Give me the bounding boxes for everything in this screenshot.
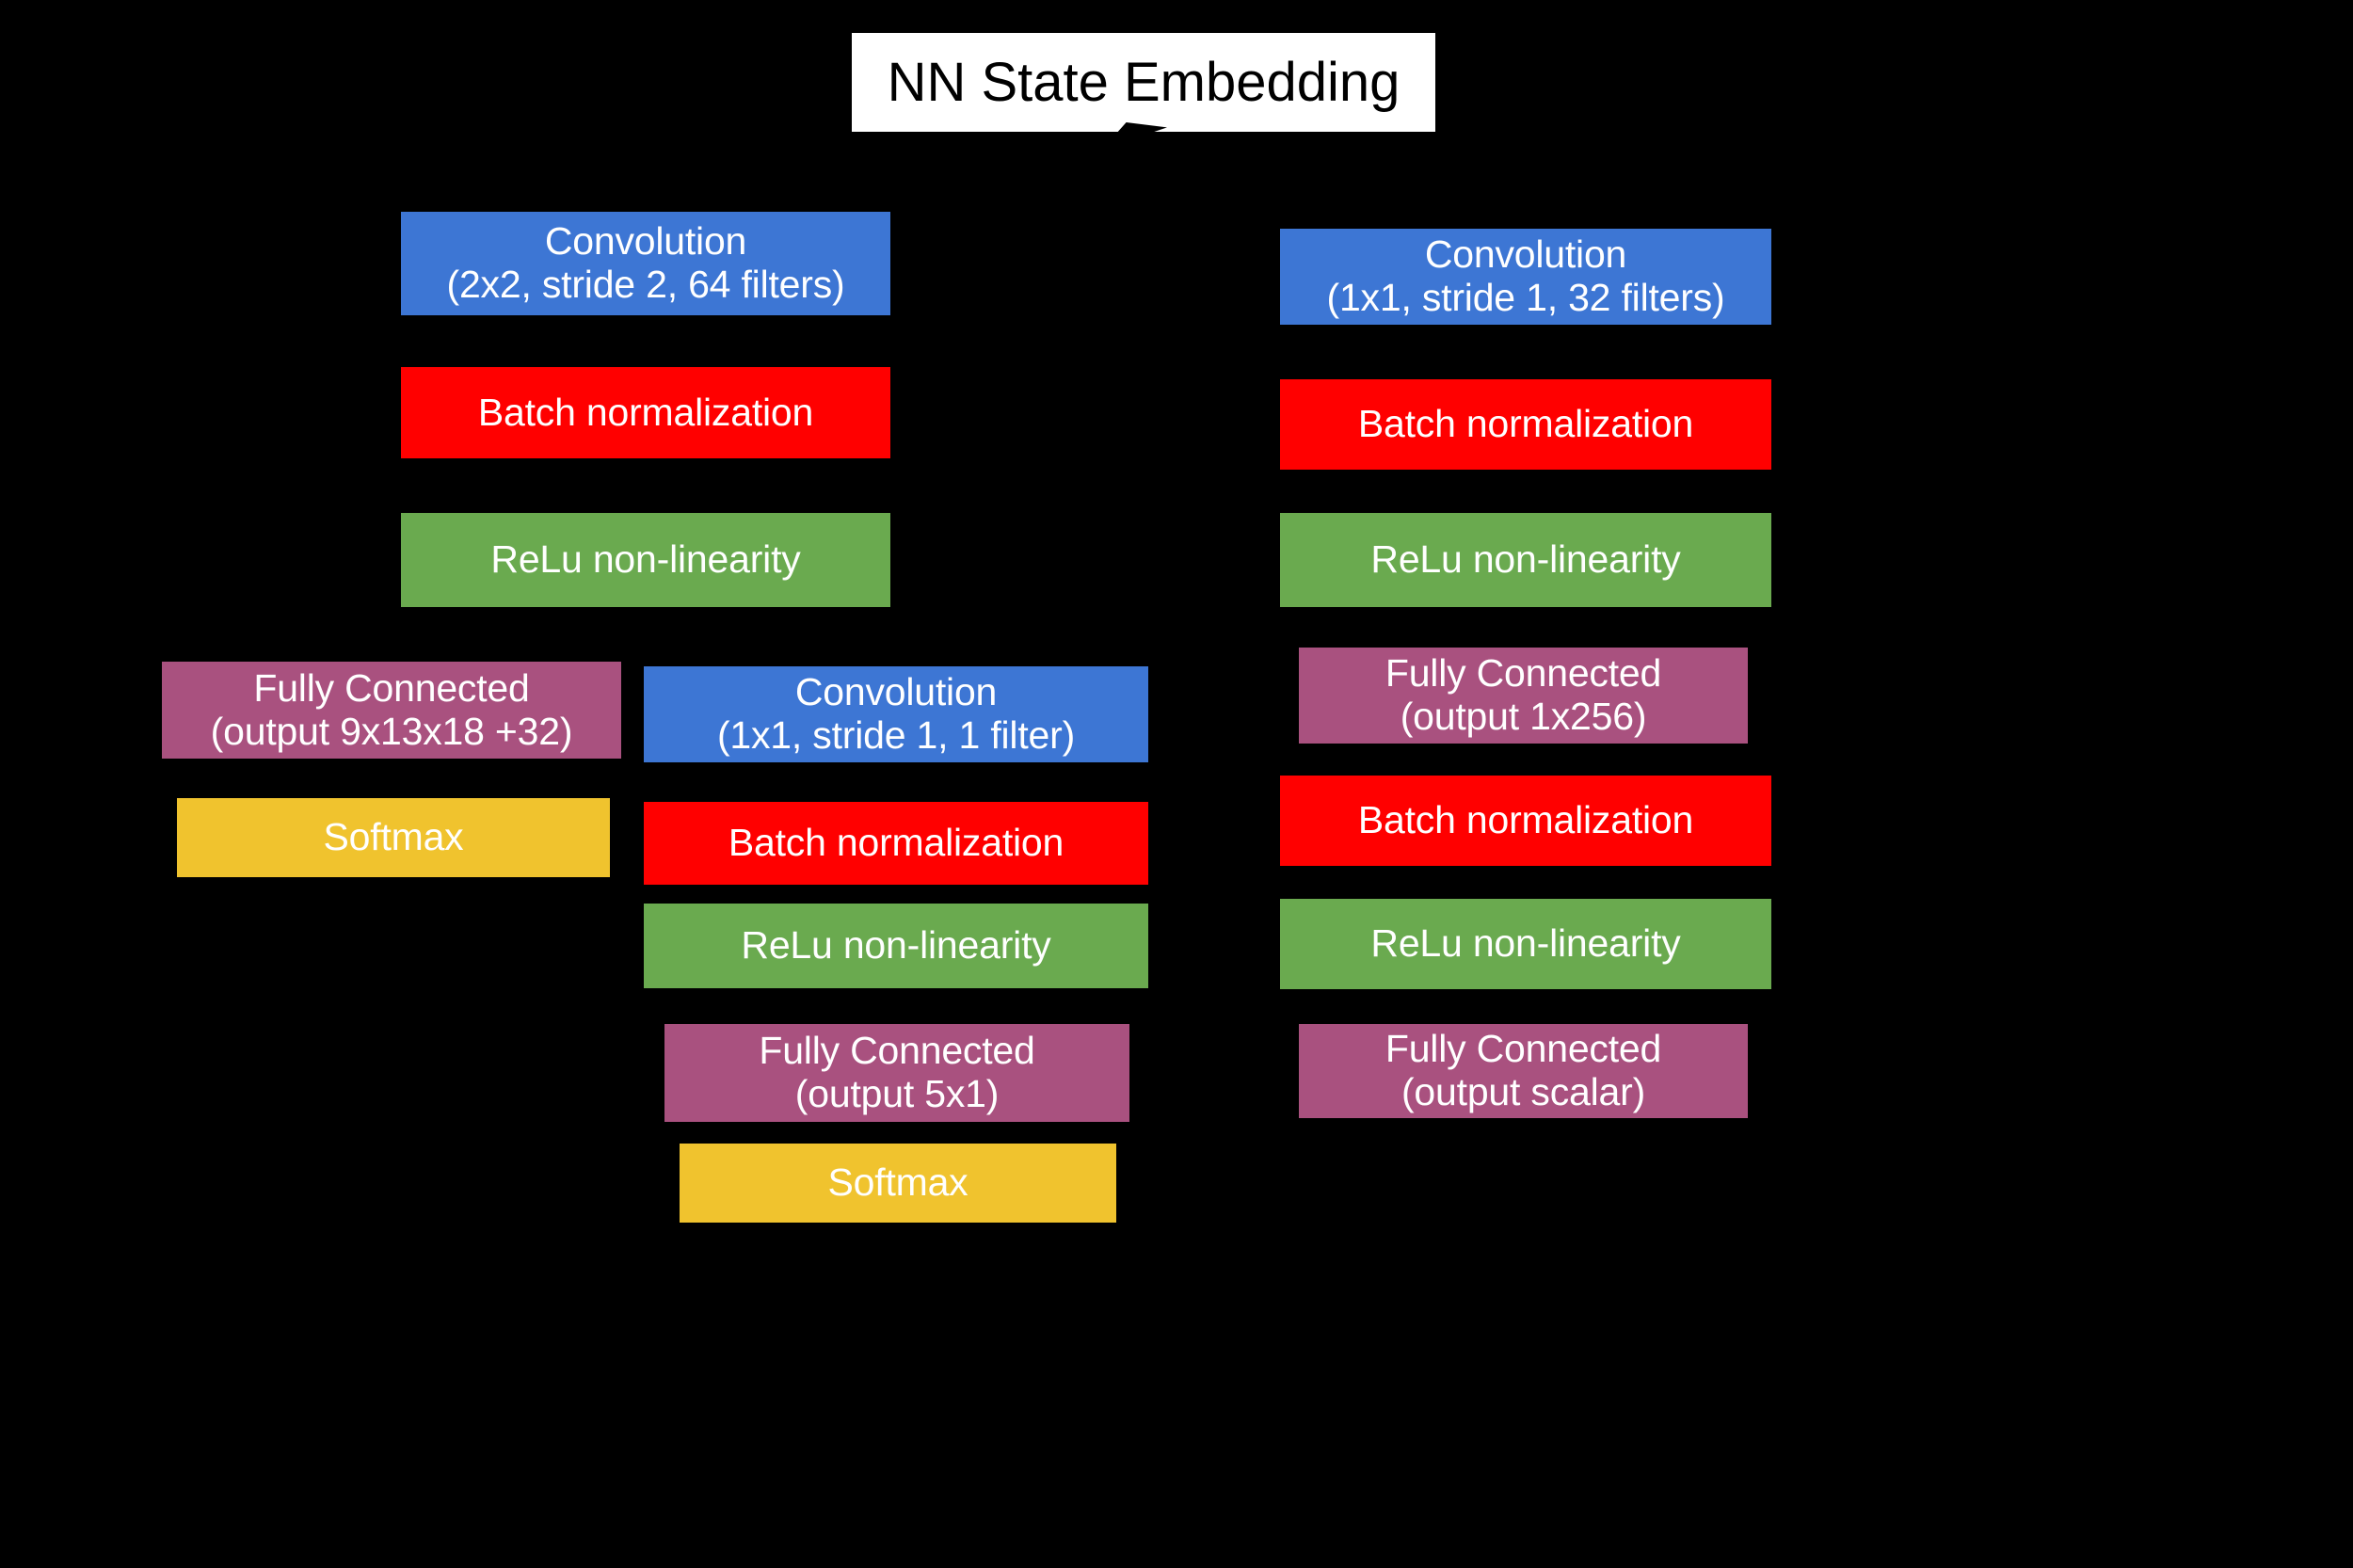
- layer-block-label-primary: Convolution: [1424, 232, 1627, 277]
- layer-block-left-softmax[interactable]: Softmax: [177, 798, 610, 877]
- layer-block-label-secondary: (output scalar): [1401, 1070, 1646, 1113]
- layer-block-label-primary: Batch normalization: [728, 821, 1064, 865]
- layer-block-left-batchnorm[interactable]: Batch normalization: [401, 367, 890, 458]
- page-title: NN State Embedding: [887, 52, 1401, 113]
- layer-block-label-primary: Fully Connected: [1385, 1027, 1662, 1071]
- layer-block-label-primary: Softmax: [827, 1160, 968, 1205]
- layer-block-center-softmax[interactable]: Softmax: [680, 1144, 1116, 1223]
- layer-block-label-primary: Fully Connected: [253, 665, 530, 710]
- layer-block-label-secondary: (output 9x13x18 +32): [210, 709, 573, 753]
- layer-block-left-conv[interactable]: Convolution(2x2, stride 2, 64 filters): [401, 212, 890, 315]
- layer-block-label-primary: Batch normalization: [477, 390, 814, 434]
- layer-block-label-primary: ReLu non-linearity: [1370, 537, 1681, 582]
- layer-block-label-primary: ReLu non-linearity: [741, 923, 1051, 968]
- layer-block-right-relu-2[interactable]: ReLu non-linearity: [1280, 899, 1771, 989]
- layer-block-label-secondary: (2x2, stride 2, 64 filters): [446, 263, 845, 306]
- layer-block-label-primary: Convolution: [794, 670, 998, 714]
- layer-block-left-relu[interactable]: ReLu non-linearity: [401, 513, 890, 607]
- layer-block-center-relu[interactable]: ReLu non-linearity: [644, 904, 1148, 988]
- layer-block-center-fc[interactable]: Fully Connected(output 5x1): [664, 1024, 1129, 1122]
- layer-block-label-secondary: (output 1x256): [1400, 695, 1647, 738]
- layer-block-right-batchnorm-2[interactable]: Batch normalization: [1280, 776, 1771, 866]
- layer-block-center-conv[interactable]: Convolution(1x1, stride 1, 1 filter): [644, 666, 1148, 762]
- layer-block-label-primary: Softmax: [323, 815, 464, 859]
- layer-block-right-fc-1[interactable]: Fully Connected(output 1x256): [1299, 648, 1748, 744]
- layer-block-label-primary: Batch normalization: [1357, 402, 1694, 446]
- layer-block-right-fc-2[interactable]: Fully Connected(output scalar): [1299, 1024, 1748, 1118]
- layer-block-label-primary: Batch normalization: [1357, 798, 1694, 842]
- layer-block-right-conv[interactable]: Convolution(1x1, stride 1, 32 filters): [1280, 229, 1771, 325]
- layer-block-left-fc[interactable]: Fully Connected(output 9x13x18 +32): [162, 662, 621, 759]
- layer-block-label-secondary: (output 5x1): [794, 1072, 1000, 1115]
- layer-block-label-primary: ReLu non-linearity: [490, 537, 801, 582]
- layer-block-label-secondary: (1x1, stride 1, 1 filter): [716, 713, 1076, 757]
- layer-block-label-primary: Convolution: [544, 219, 747, 264]
- layer-block-label-primary: Fully Connected: [759, 1029, 1035, 1073]
- layer-block-center-batchnorm[interactable]: Batch normalization: [644, 802, 1148, 885]
- layer-block-label-primary: Fully Connected: [1385, 651, 1662, 696]
- layer-block-right-batchnorm-1[interactable]: Batch normalization: [1280, 379, 1771, 470]
- layer-block-right-relu-1[interactable]: ReLu non-linearity: [1280, 513, 1771, 607]
- layer-block-label-secondary: (1x1, stride 1, 32 filters): [1326, 276, 1725, 319]
- layer-block-label-primary: ReLu non-linearity: [1370, 921, 1681, 966]
- diagram-title-box: NN State Embedding: [852, 33, 1435, 132]
